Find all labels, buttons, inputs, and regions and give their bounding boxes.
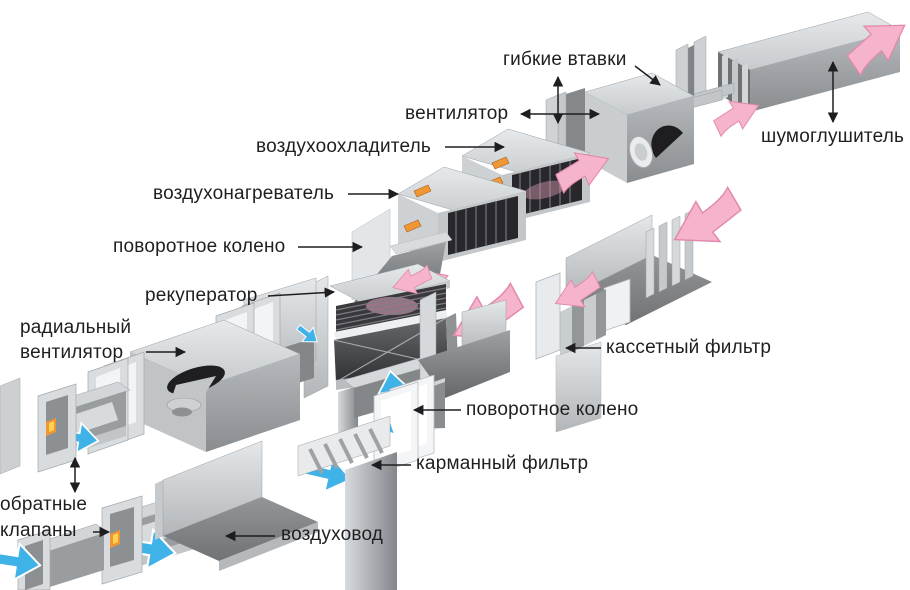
label-flexible-inserts: гибкие втавки bbox=[503, 49, 627, 70]
pocket-filter-column bbox=[345, 452, 397, 590]
label-radial-fan: радиальный вентилятор bbox=[20, 317, 132, 363]
fan-scroll-opening bbox=[651, 125, 683, 158]
check-valve-1 bbox=[37, 381, 131, 473]
edge-pieces bbox=[0, 377, 109, 590]
leader-recuperator bbox=[267, 287, 336, 298]
label-turn-elbow-top: поворотное колено bbox=[113, 236, 286, 257]
label-turn-elbow-bottom: поворотное колено bbox=[466, 399, 639, 420]
label-air-cooler: воздухоохладитель bbox=[256, 136, 431, 157]
label-air-heater: воздухонагреватель bbox=[153, 183, 335, 204]
pipe-stub bbox=[491, 156, 510, 170]
label-pocket-filter: карманный фильтр bbox=[416, 453, 589, 474]
leader-lines bbox=[69, 60, 839, 542]
pocket-filter-unit bbox=[297, 374, 435, 590]
label-check-valves: обратные клапаны bbox=[0, 494, 88, 541]
pipe-stub bbox=[403, 219, 422, 233]
label-cassette-filter: кассетный фильтр bbox=[606, 337, 772, 358]
leader-flexible-inserts-b bbox=[634, 65, 661, 86]
label-fan: вентилятор bbox=[405, 103, 509, 124]
radial-fan-unit bbox=[129, 319, 301, 452]
fan-inlet-cone bbox=[172, 407, 192, 417]
pipe-stub bbox=[413, 184, 432, 198]
label-air-duct: воздуховод bbox=[281, 524, 384, 545]
cassette-filter-unit bbox=[535, 270, 631, 433]
label-silencer: шумоглушитель bbox=[761, 126, 905, 147]
label-recuperator: рекуператор bbox=[145, 285, 258, 306]
silencer-unit bbox=[708, 8, 910, 138]
air-duct-unit bbox=[155, 440, 356, 571]
air-heater-unit bbox=[397, 166, 527, 264]
